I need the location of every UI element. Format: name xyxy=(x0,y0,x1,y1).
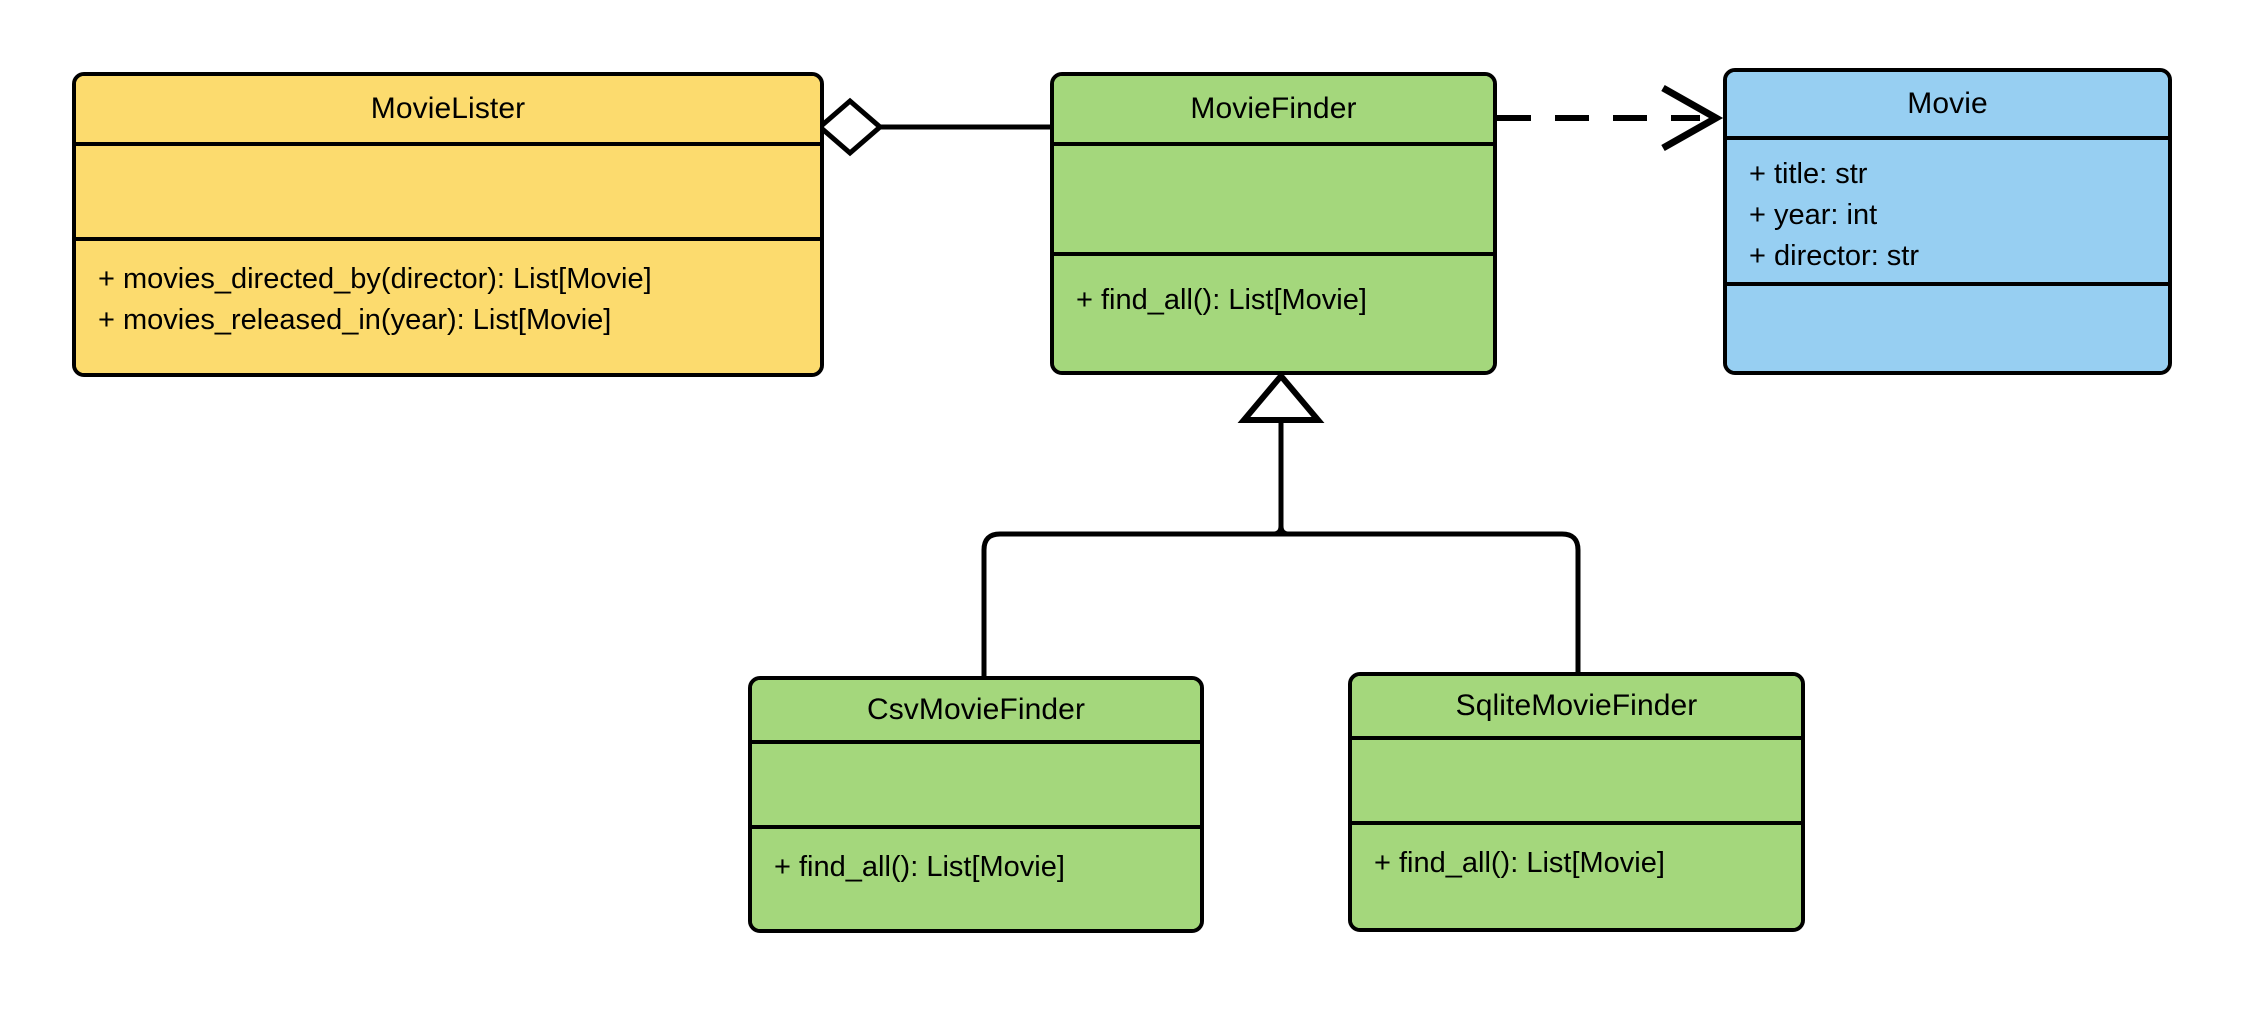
class-box-moviefinder[interactable]: MovieFinder + find_all(): List[Movie] xyxy=(1050,72,1497,375)
branch-to-sqlitemoviefinder xyxy=(1281,531,1581,676)
generalization-stem xyxy=(1272,420,1284,537)
class-box-csvmoviefinder[interactable]: CsvMovieFinder + find_all(): List[Movie] xyxy=(748,676,1204,933)
class-methods-movielister: + movies_directed_by(director): List[Mov… xyxy=(76,241,820,373)
method-row: + find_all(): List[Movie] xyxy=(1374,847,1665,879)
class-attributes-csvmoviefinder xyxy=(752,744,1200,829)
dependency-connector xyxy=(1497,84,1724,152)
method-row: + movies_directed_by(director): List[Mov… xyxy=(98,263,652,295)
class-box-movielister[interactable]: MovieLister + movies_directed_by(directo… xyxy=(72,72,824,377)
class-attributes-moviefinder xyxy=(1054,146,1493,256)
aggregation-connector xyxy=(816,97,1050,157)
method-row: + find_all(): List[Movie] xyxy=(774,851,1065,883)
class-box-movie[interactable]: Movie + title: str + year: int + directo… xyxy=(1723,68,2172,375)
attribute-row: + year: int xyxy=(1749,199,1878,231)
attribute-row: + title: str xyxy=(1749,158,1868,190)
hollow-diamond-icon xyxy=(816,97,884,157)
attribute-row: + director: str xyxy=(1749,240,1920,272)
class-attributes-movie: + title: str + year: int + director: str xyxy=(1727,140,2168,286)
class-name-csvmoviefinder: CsvMovieFinder xyxy=(752,680,1200,744)
hollow-triangle-icon xyxy=(1237,371,1325,423)
generalization-stem-right xyxy=(1278,420,1290,537)
class-methods-moviefinder: + find_all(): List[Movie] xyxy=(1054,256,1493,371)
branch-to-csvmoviefinder xyxy=(981,531,1281,676)
class-box-sqlitemoviefinder[interactable]: SqliteMovieFinder + find_all(): List[Mov… xyxy=(1348,672,1805,932)
method-row: + movies_released_in(year): List[Movie] xyxy=(98,304,612,336)
class-name-moviefinder: MovieFinder xyxy=(1054,76,1493,146)
class-name-movie: Movie xyxy=(1727,72,2168,140)
class-name-movielister: MovieLister xyxy=(76,76,820,146)
class-methods-csvmoviefinder: + find_all(): List[Movie] xyxy=(752,829,1200,929)
class-methods-movie xyxy=(1727,286,2168,371)
class-methods-sqlitemoviefinder: + find_all(): List[Movie] xyxy=(1352,825,1801,928)
class-attributes-sqlitemoviefinder xyxy=(1352,740,1801,825)
open-arrowhead-icon xyxy=(1661,84,1724,152)
method-row: + find_all(): List[Movie] xyxy=(1076,284,1367,316)
class-attributes-movielister xyxy=(76,146,820,241)
generalization-connector xyxy=(981,371,1581,676)
class-name-sqlitemoviefinder: SqliteMovieFinder xyxy=(1352,676,1801,740)
